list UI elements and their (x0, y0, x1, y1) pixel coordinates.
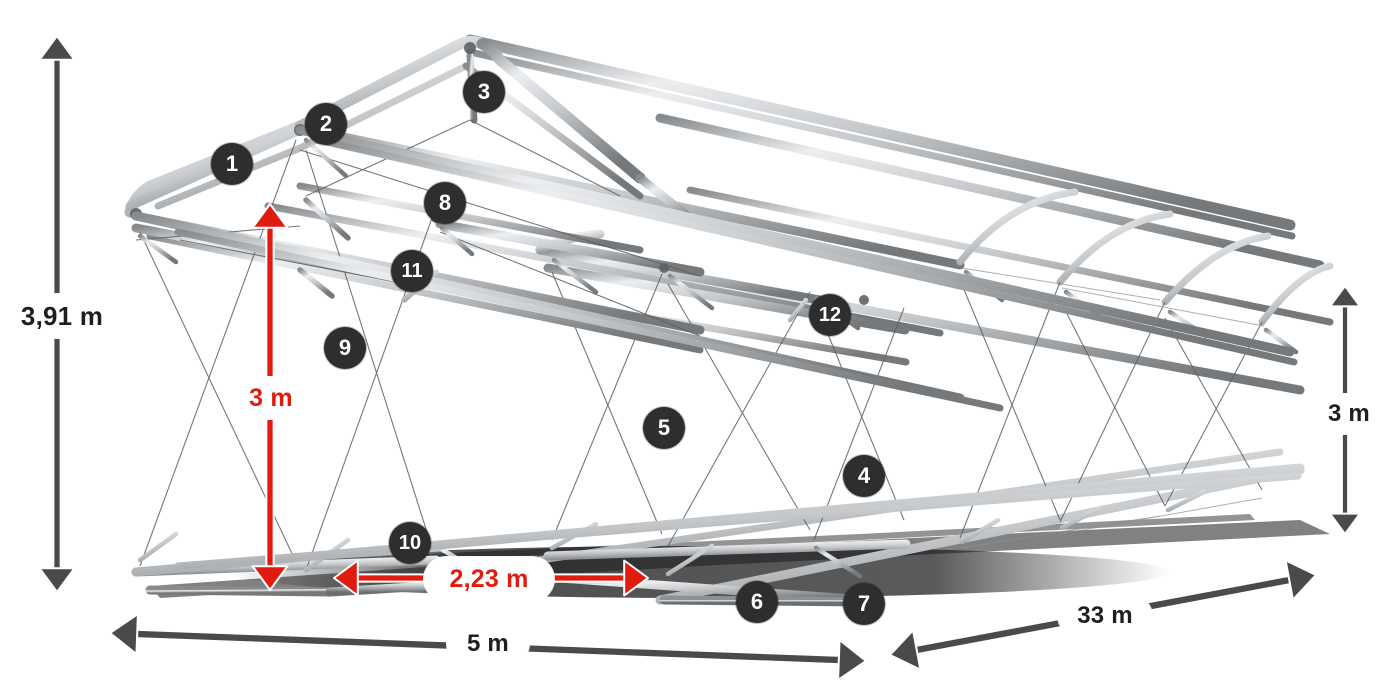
dimension-label-total-height: 3,91 m (10, 294, 114, 338)
callout-badge-8[interactable]: 8 (424, 182, 466, 224)
callout-badge-6[interactable]: 6 (736, 581, 778, 623)
longitudinal-beams (131, 125, 1305, 577)
callout-badge-7[interactable]: 7 (843, 583, 885, 625)
callout-badge-10[interactable]: 10 (389, 522, 431, 564)
callout-badge-9[interactable]: 9 (324, 327, 366, 369)
dimension-label-width: 5 m (447, 624, 529, 664)
callout-badge-2[interactable]: 2 (305, 103, 347, 145)
dimension-label-bay-spacing: 2,23 m (424, 557, 554, 601)
rear-frame-bays (264, 34, 1334, 605)
callout-badge-3[interactable]: 3 (463, 71, 505, 113)
callout-badge-4[interactable]: 4 (843, 455, 885, 497)
callout-badge-1[interactable]: 1 (211, 143, 253, 185)
callout-badge-12[interactable]: 12 (809, 294, 851, 336)
dimension-label-length: 33 m (1058, 596, 1152, 636)
dimension-label-side-height-right: 3 m (1309, 394, 1389, 434)
front-gable-frame (124, 35, 869, 597)
dimension-label-side-height-left: 3 m (226, 377, 316, 419)
callout-badge-5[interactable]: 5 (643, 407, 685, 449)
callout-badge-11[interactable]: 11 (391, 250, 433, 292)
